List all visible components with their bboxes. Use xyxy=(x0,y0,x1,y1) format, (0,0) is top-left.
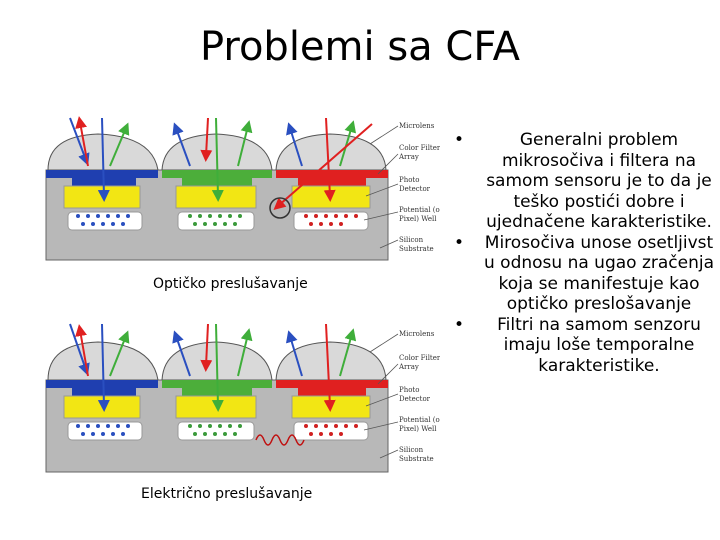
microlens xyxy=(275,341,387,381)
bullet-list: Generalni problem mikrosočiva i filtera … xyxy=(452,130,714,376)
label-microlens: Microlens xyxy=(399,330,435,338)
photodetector xyxy=(175,185,257,209)
photodetector xyxy=(63,185,141,209)
label-potential-well: Pixel) Well xyxy=(399,425,437,433)
photodetector xyxy=(291,185,371,209)
label-substrate: Substrate xyxy=(399,245,434,253)
label-substrate: Silicon xyxy=(399,446,424,454)
potential-well xyxy=(293,211,369,231)
electron-diffusion-path xyxy=(255,434,305,446)
photodetector xyxy=(63,395,141,419)
potential-well xyxy=(293,421,369,441)
label-potential-well: Potential (or xyxy=(399,416,440,424)
label-cfa: Color Filter xyxy=(399,144,440,152)
figure1-caption: Optičko preslušavanje xyxy=(153,276,308,292)
label-photodetector: Photo xyxy=(399,176,419,184)
bullet-item: Generalni problem mikrosočiva i filtera … xyxy=(452,130,714,233)
blue-filter xyxy=(46,380,158,396)
crosstalk-highlight xyxy=(269,197,291,219)
blue-filter xyxy=(46,170,158,186)
bullet-item: Filtri na samom senzoru imaju loše tempo… xyxy=(452,315,714,377)
label-microlens: Microlens xyxy=(399,122,435,130)
bullet-item: Mirosočiva unose osetljivst u odnosu na … xyxy=(452,233,714,315)
label-photodetector: Detector xyxy=(399,185,431,193)
photodetector xyxy=(175,395,257,419)
photodetector xyxy=(291,395,371,419)
microlens xyxy=(275,133,387,171)
electrical-crosstalk-diagram: Microlens Color Filter Array Photo Detec… xyxy=(45,323,440,473)
slide-title: Problemi sa CFA xyxy=(199,24,521,70)
label-substrate: Substrate xyxy=(399,455,434,463)
label-photodetector: Photo xyxy=(399,386,419,394)
optical-crosstalk-diagram: Microlens Color Filter Array Photo Detec… xyxy=(45,116,440,261)
label-substrate: Silicon xyxy=(399,236,424,244)
red-filter xyxy=(276,380,388,396)
label-cfa: Array xyxy=(398,153,419,161)
label-potential-well: Potential (or xyxy=(399,206,440,214)
label-photodetector: Detector xyxy=(399,395,431,403)
label-potential-well: Pixel) Well xyxy=(399,215,437,223)
figure2-caption: Električno preslušavanje xyxy=(141,486,313,502)
label-cfa: Array xyxy=(398,363,419,371)
label-cfa: Color Filter xyxy=(399,354,440,362)
